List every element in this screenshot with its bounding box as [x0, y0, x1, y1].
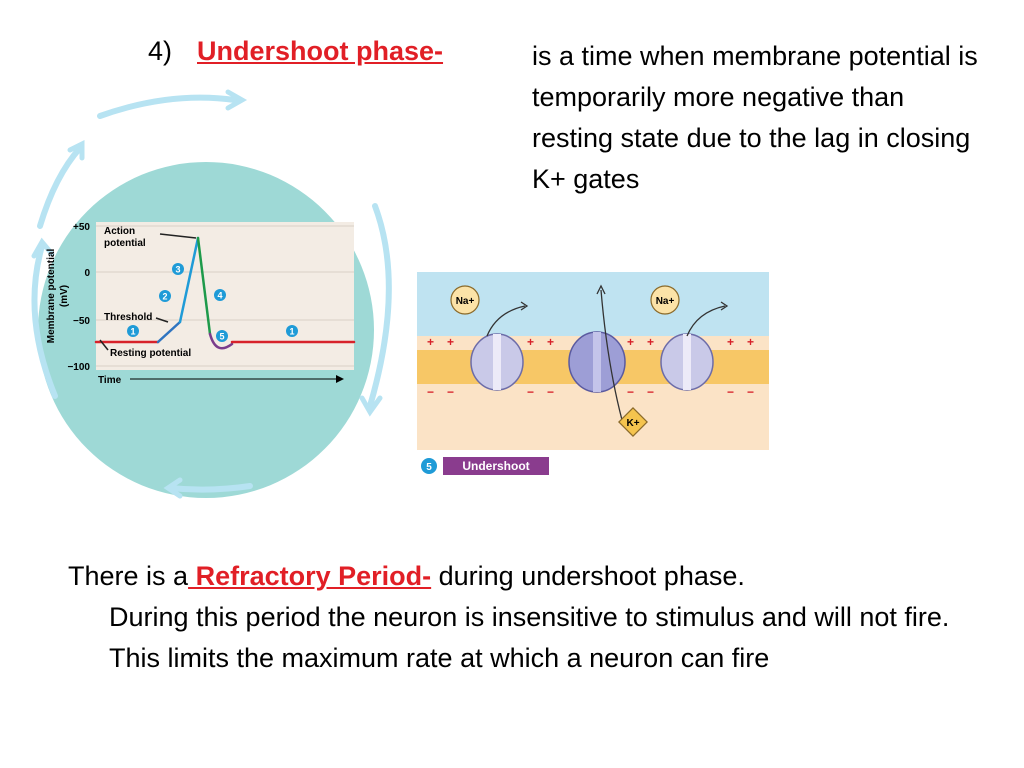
svg-text:K+: K+	[626, 418, 639, 429]
svg-text:−: −	[427, 385, 434, 399]
intracellular-fluid	[417, 384, 769, 450]
paragraph-tail: during undershoot phase.	[431, 561, 745, 591]
svg-text:+: +	[447, 335, 454, 349]
refractory-paragraph: There is a Refractory Period- during und…	[68, 556, 988, 679]
threshold-label: Threshold	[104, 312, 152, 323]
cycle-arrow-bottom	[167, 483, 253, 493]
step-badge: 5	[216, 330, 228, 342]
svg-text:−: −	[527, 385, 534, 399]
cycle-arrow-left	[31, 243, 58, 399]
y-tick-label: +50	[73, 222, 90, 233]
svg-text:5: 5	[219, 332, 224, 342]
y-tick-label: 0	[84, 268, 90, 279]
svg-text:+: +	[727, 335, 734, 349]
y-tick-label: −100	[67, 362, 90, 373]
svg-text:3: 3	[175, 265, 180, 275]
svg-text:+: +	[527, 335, 534, 349]
refractory-period-term: Refractory Period-	[188, 561, 432, 591]
svg-text:+: +	[747, 335, 754, 349]
action-potential-label-line2: potential	[104, 238, 146, 249]
cycle-arrow-top	[97, 94, 238, 119]
trace-depolarizing	[156, 320, 182, 344]
heading-term: Undershoot phase-	[197, 36, 444, 66]
na-channel-right	[660, 333, 714, 391]
paragraph-first-line: There is a Refractory Period- during und…	[68, 556, 988, 597]
cycle-arrows	[31, 89, 392, 499]
svg-text:4: 4	[217, 291, 222, 301]
svg-text:2: 2	[162, 292, 167, 302]
trace-rising	[178, 236, 200, 324]
step-badge: 1	[127, 325, 139, 337]
na-ion-left: Na+	[450, 285, 480, 315]
step-badge: 2	[159, 290, 171, 302]
cycle-arrow-right	[367, 203, 392, 409]
y-axis-unit: (mV)	[59, 285, 70, 307]
svg-text:+: +	[547, 335, 554, 349]
ion-flow-arrows	[486, 284, 729, 421]
svg-text:−: −	[627, 385, 634, 399]
charge-signs: ++++ ++++ −−−− −−−−	[427, 335, 754, 399]
heading-definition: is a time when membrane potential is tem…	[532, 41, 978, 194]
y-tick-label: −50	[73, 316, 90, 327]
resting-potential-label: Resting potential	[110, 348, 191, 359]
heading-number: 4)	[148, 36, 173, 66]
k-ion: K+	[618, 407, 648, 437]
trace-falling	[196, 236, 212, 336]
svg-text:−: −	[727, 385, 734, 399]
svg-text:+: +	[647, 335, 654, 349]
step-badges: 1 2 3 4 5 1	[127, 263, 298, 342]
action-potential-label: Action	[104, 226, 135, 237]
svg-text:Na+: Na+	[656, 296, 675, 307]
graph-gridlines	[96, 225, 354, 367]
svg-text:−: −	[747, 385, 754, 399]
x-axis-label: Time	[98, 375, 122, 386]
svg-text:+: +	[627, 335, 634, 349]
paragraph-rest: During this period the neuron is insensi…	[109, 602, 950, 673]
na-ion-right: Na+	[650, 285, 680, 315]
time-arrow-head	[336, 375, 344, 383]
svg-text:5: 5	[426, 462, 432, 473]
svg-text:1: 1	[130, 327, 135, 337]
action-potential-cycle-figure: Membrane potential (mV) +50 0 −50 −100 T…	[31, 89, 392, 499]
svg-text:−: −	[547, 385, 554, 399]
step-label: 5 Undershoot	[421, 457, 549, 475]
svg-text:−: −	[647, 385, 654, 399]
membrane-channels-figure: ++++ ++++ −−−− −−−− Na+ Na+ K+	[417, 272, 769, 475]
svg-text:+: +	[427, 335, 434, 349]
k-channel-center	[568, 331, 626, 393]
trace-undershoot	[208, 332, 234, 350]
cycle-arrow-upper-left	[37, 145, 83, 229]
na-channel-left	[470, 333, 524, 391]
svg-text:1: 1	[289, 327, 294, 337]
step-badge: 1	[286, 325, 298, 337]
svg-text:Undershoot: Undershoot	[462, 459, 529, 473]
callout-lines	[99, 233, 197, 351]
y-axis-label: Membrane potential	[46, 249, 57, 344]
svg-text:−: −	[447, 385, 454, 399]
step-badge: 4	[214, 289, 226, 301]
paragraph-lead: There is a	[68, 561, 189, 591]
membrane-potential-trace	[94, 236, 356, 350]
svg-text:Na+: Na+	[456, 296, 475, 307]
step-badge: 3	[172, 263, 184, 275]
